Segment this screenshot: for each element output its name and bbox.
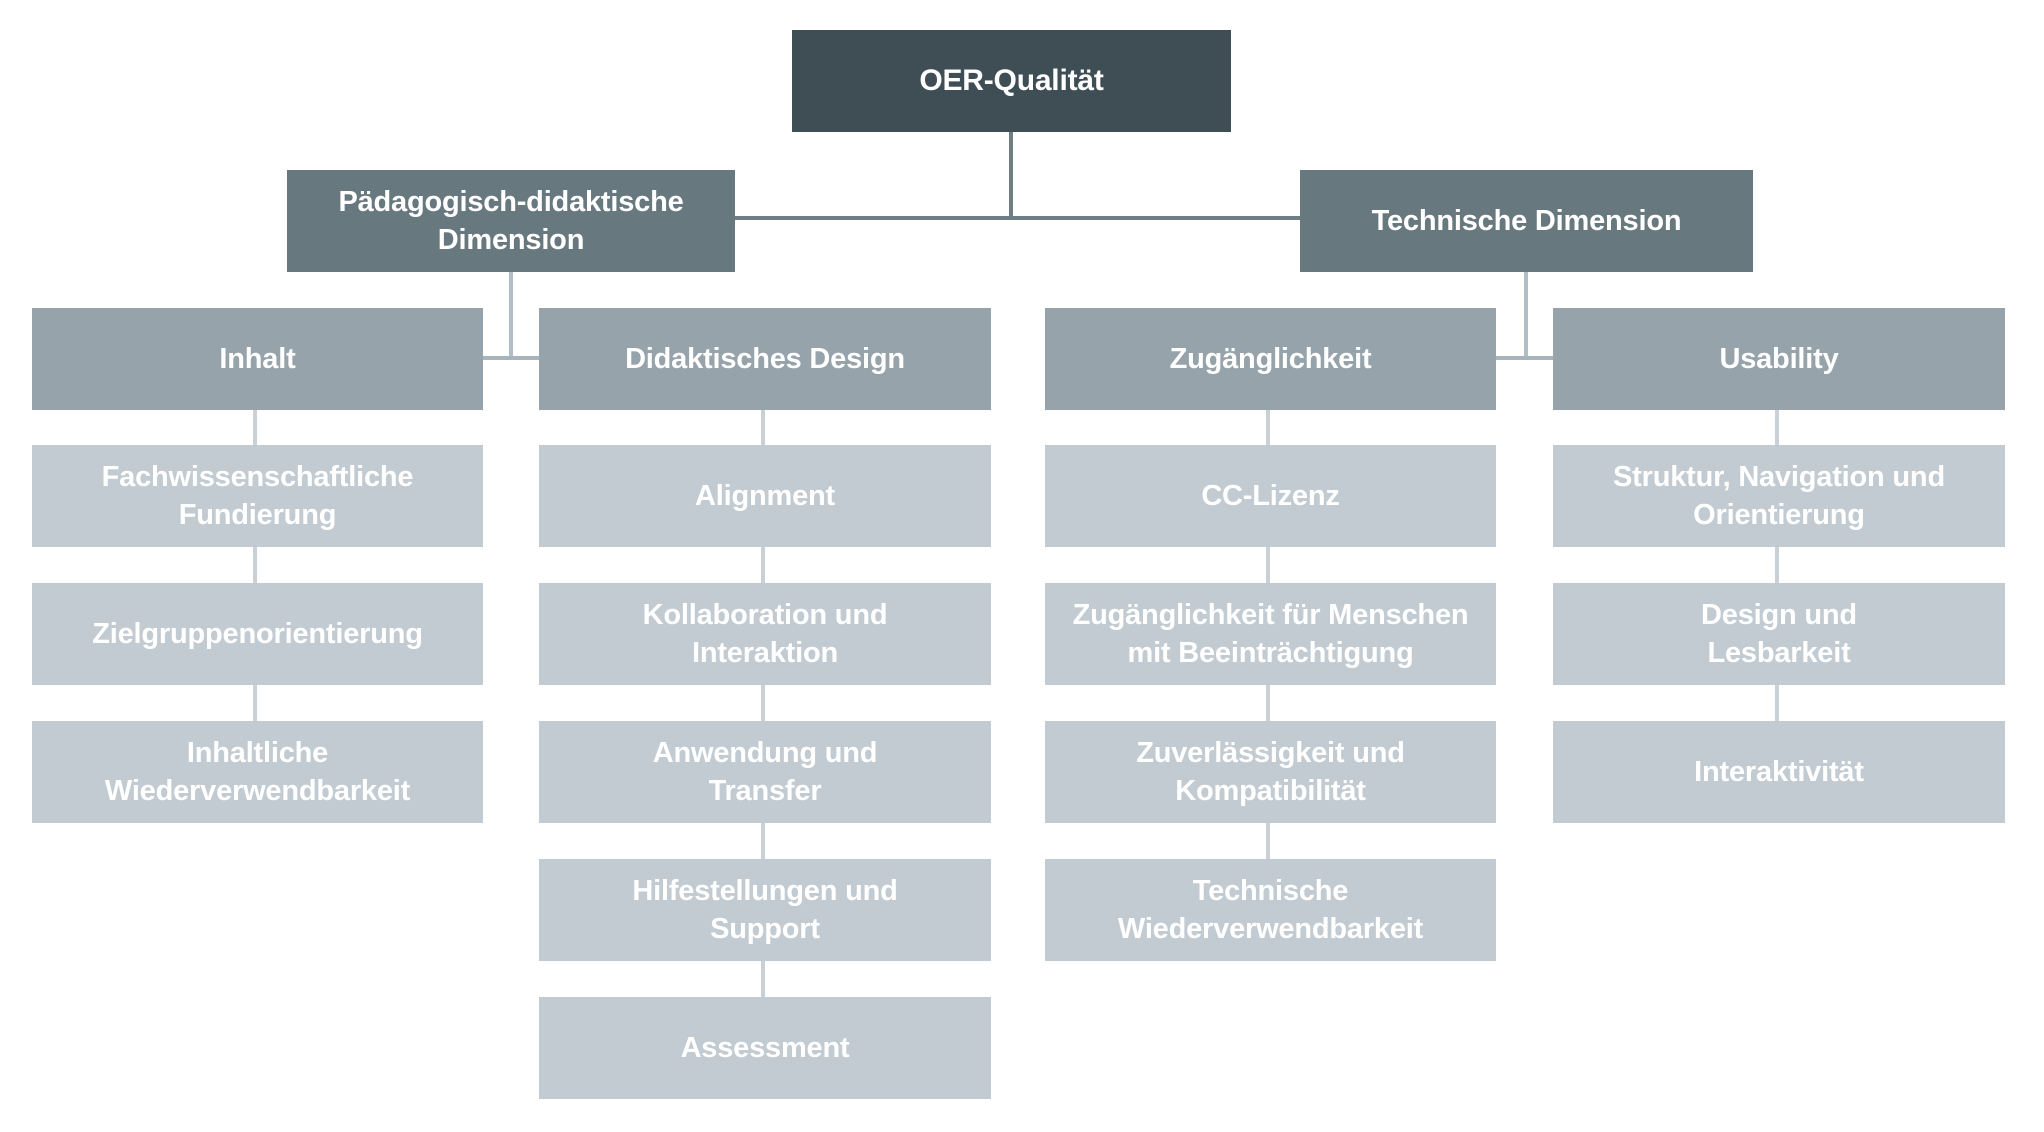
connector-left-headers-horizontal [483,356,539,360]
node-category-usability: Usability [1553,308,2005,410]
node-root-oer-qualitaet: OER-Qualität [792,30,1231,132]
connector-zugang-4 [1266,823,1270,859]
connector-didaktik-2 [761,547,765,583]
connector-inhalt-3 [253,685,257,721]
connector-didaktik-3 [761,685,765,721]
node-category-didaktisches-design: Didaktisches Design [539,308,991,410]
connector-zugang-3 [1266,685,1270,721]
node-category-inhalt: Inhalt [32,308,483,410]
node-item-design-und-lesbarkeit: Design und Lesbarkeit [1553,583,2005,685]
connector-dimension-right-vertical [1524,272,1528,358]
node-item-zielgruppenorientierung: Zielgruppenorientierung [32,583,483,685]
node-category-zugaenglichkeit: Zugänglichkeit [1045,308,1496,410]
node-item-fachwissenschaftliche-fundierung: Fachwissenschaftliche Fundierung [32,445,483,547]
connector-usability-3 [1775,685,1779,721]
connector-right-headers-horizontal [1496,356,1553,360]
node-item-assessment: Assessment [539,997,991,1099]
node-item-zugaenglichkeit-fuer-menschen: Zugänglichkeit für Menschen mit Beeinträ… [1045,583,1496,685]
node-item-alignment: Alignment [539,445,991,547]
node-dimension-technisch: Technische Dimension [1300,170,1753,272]
connector-usability-1 [1775,410,1779,445]
node-dimension-paedagogisch-didaktisch: Pädagogisch-didaktische Dimension [287,170,735,272]
connector-zugang-1 [1266,410,1270,445]
node-item-hilfestellungen-und-support: Hilfestellungen und Support [539,859,991,961]
node-item-anwendung-und-transfer: Anwendung und Transfer [539,721,991,823]
node-item-struktur-navigation-orientierung: Struktur, Navigation und Orientierung [1553,445,2005,547]
node-item-kollaboration-und-interaktion: Kollaboration und Interaktion [539,583,991,685]
connector-dimension-left-vertical [509,272,513,358]
connector-zugang-2 [1266,547,1270,583]
connector-didaktik-4 [761,823,765,859]
connector-usability-2 [1775,547,1779,583]
node-item-technische-wiederverwendbarkeit: Technische Wiederverwendbarkeit [1045,859,1496,961]
connector-didaktik-1 [761,410,765,445]
node-item-inhaltliche-wiederverwendbarkeit: Inhaltliche Wiederverwendbarkeit [32,721,483,823]
node-item-zuverlaessigkeit-und-kompatibilitaet: Zuverlässigkeit und Kompatibilität [1045,721,1496,823]
connector-root-vertical [1009,132,1013,218]
connector-dimensions-horizontal [735,216,1300,220]
connector-didaktik-5 [761,961,765,997]
connector-inhalt-2 [253,547,257,583]
node-item-cc-lizenz: CC-Lizenz [1045,445,1496,547]
node-item-interaktivitaet: Interaktivität [1553,721,2005,823]
connector-inhalt-1 [253,410,257,445]
